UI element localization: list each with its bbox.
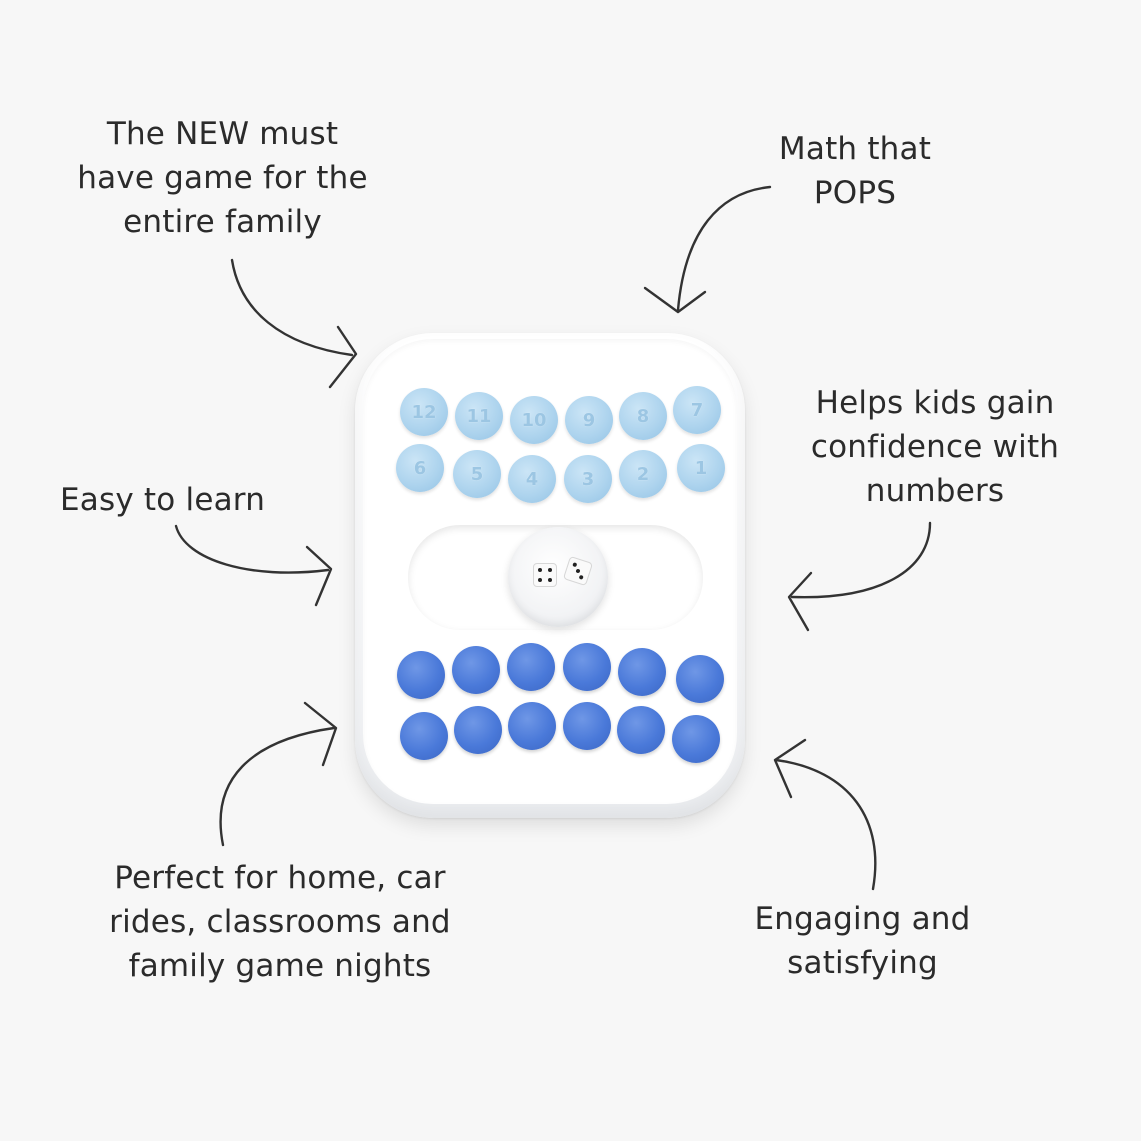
light-bubble[interactable]: 3 (564, 455, 612, 503)
light-bubble[interactable]: 4 (508, 455, 556, 503)
bubble-number: 10 (521, 409, 547, 431)
dark-bubble[interactable] (672, 715, 720, 763)
light-bubble[interactable]: 7 (673, 386, 721, 434)
dice-dome[interactable] (508, 527, 608, 627)
dark-bubble[interactable] (563, 643, 611, 691)
dark-bubble[interactable] (397, 651, 445, 699)
dark-bubble[interactable] (454, 706, 502, 754)
dark-bubble[interactable] (563, 702, 611, 750)
callout-engaging: Engaging and satisfying (754, 901, 971, 982)
arrow-perfect (219, 701, 338, 847)
arrow-engaging (773, 738, 877, 891)
arrow-confidence (787, 521, 932, 632)
bubble-number: 6 (413, 457, 427, 479)
dark-bubble[interactable] (452, 646, 500, 694)
bubble-number: 7 (690, 399, 704, 421)
dark-bubble[interactable] (508, 702, 556, 750)
callout-new-game: The NEW must have game for the entire fa… (77, 116, 368, 241)
light-bubble[interactable]: 2 (619, 450, 667, 498)
dark-bubble[interactable] (400, 712, 448, 760)
arrow-new-game (230, 258, 358, 389)
arrow-math (643, 185, 772, 314)
callout-easy-to-learn: Easy to learn (60, 482, 266, 518)
bubble-number: 4 (525, 468, 539, 490)
callout-math-that-pops: Math that POPS (778, 131, 932, 212)
light-bubble[interactable]: 10 (510, 396, 558, 444)
dark-bubble[interactable] (618, 648, 666, 696)
bubble-number: 9 (582, 409, 596, 431)
bubble-number: 3 (581, 468, 595, 490)
dark-bubble[interactable] (676, 655, 724, 703)
light-bubble[interactable]: 11 (455, 392, 503, 440)
callout-perfect-for: Perfect for home, car rides, classrooms … (109, 860, 451, 985)
light-bubble[interactable]: 5 (453, 450, 501, 498)
light-bubble[interactable]: 12 (400, 388, 448, 436)
die-icon (562, 555, 594, 587)
light-bubble[interactable]: 6 (396, 444, 444, 492)
bubble-number: 8 (636, 405, 650, 427)
bubble-number: 2 (636, 463, 650, 485)
bubble-number: 1 (694, 457, 708, 479)
dark-bubble[interactable] (617, 706, 665, 754)
light-bubble[interactable]: 8 (619, 392, 667, 440)
bubble-number: 11 (466, 405, 492, 427)
die-icon (533, 563, 557, 587)
dark-bubble[interactable] (507, 643, 555, 691)
bubble-number: 5 (470, 463, 484, 485)
light-bubble[interactable]: 1 (677, 444, 725, 492)
arrow-easy (174, 524, 333, 607)
bubble-number: 12 (411, 401, 437, 423)
callout-confidence: Helps kids gain confidence with numbers (810, 385, 1060, 510)
light-bubble[interactable]: 9 (565, 396, 613, 444)
